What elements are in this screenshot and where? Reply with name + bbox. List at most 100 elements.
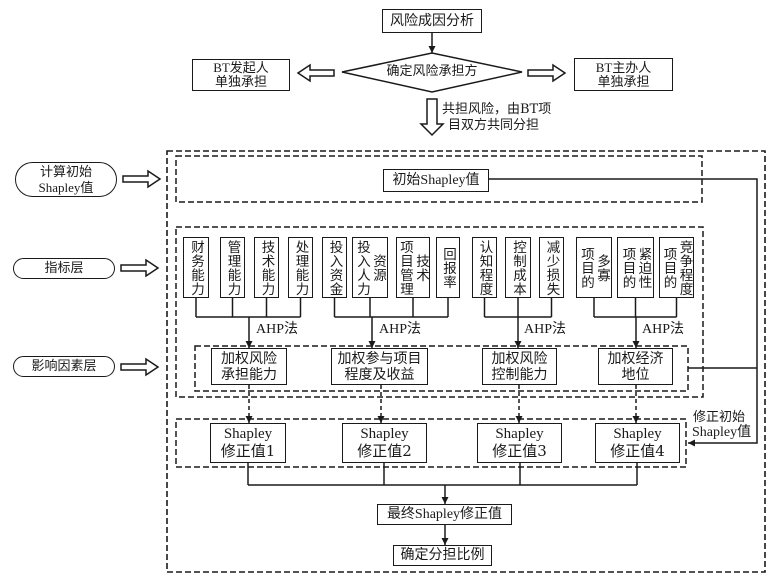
indicator-box: 投入人力 资源 [352, 237, 388, 298]
side-label-indicator: 指标层 [13, 258, 115, 279]
indicator-box: 处理能力 [288, 237, 313, 298]
indicator-label: 技术 [413, 253, 429, 282]
final-shapley-label: 最终Shapley修正值 [386, 507, 503, 522]
indicator-box: 项目管理 技术 [396, 237, 430, 298]
initiator-bears-line2: 单独承担 [214, 75, 267, 90]
shapley-correction-box: Shapley 修正值3 [477, 423, 562, 463]
correction-line1: Shapley [495, 426, 544, 442]
indicator-label: 项目的 [578, 246, 594, 289]
ahp-method-label: AHP法 [524, 322, 567, 337]
risk-cause-analysis-label: 风险成因分析 [390, 12, 474, 29]
factor-box: 加权风险 控制能力 [482, 348, 557, 385]
indicator-label: 项目的 [619, 246, 636, 289]
correction-line1: Shapley [360, 426, 409, 442]
indicator-label: 多寡 [594, 253, 610, 282]
shared-risk-note-line1: 共担风险，由BT项 [442, 102, 552, 117]
shapley-correction-box: Shapley 修正值1 [210, 423, 286, 463]
indicator-label: 项目管理 [397, 239, 413, 296]
hollow-arrow-right-icon [120, 357, 160, 377]
indicator-box: 财务能力 [183, 237, 209, 298]
indicator-label: 控制成本 [510, 239, 526, 296]
decision-diamond [341, 52, 523, 93]
feedback-label-line2: Shapley值 [692, 425, 752, 440]
factor-line1: 加权风险 [491, 350, 548, 367]
side-label-initial: 计算初始 Shapley值 [15, 162, 117, 197]
indicator-box: 投入资金 [322, 237, 347, 298]
correction-line1: Shapley [223, 426, 273, 442]
indicator-box: 项目的 紧迫性 [617, 237, 654, 298]
factor-line2: 承担能力 [221, 366, 277, 383]
indicator-box: 控制成本 [505, 237, 531, 298]
hollow-arrow-right-icon [120, 258, 160, 278]
feedback-label-line1: 修正初始 [693, 410, 746, 425]
correction-line2: 修正值3 [492, 442, 547, 460]
indicator-layer-frame [175, 226, 704, 398]
side-label-initial-line2: Shapley值 [38, 179, 94, 195]
allocation-ratio-label: 确定分担比例 [400, 547, 485, 563]
indicator-label: 处理能力 [292, 239, 309, 296]
shared-risk-note-line2: 目双方共同分担 [448, 118, 540, 133]
indicator-label: 回报率 [440, 246, 456, 289]
factor-line1: 加权经济 [607, 350, 664, 367]
initial-shapley-box: 初始Shapley值 [383, 169, 489, 192]
hollow-arrow-right-icon [122, 169, 162, 189]
allocation-ratio-box: 确定分担比例 [393, 545, 492, 566]
indicator-label: 竞争程度 [676, 239, 693, 296]
side-label-influence-text: 影响因素层 [31, 359, 97, 374]
side-label-indicator-text: 指标层 [44, 261, 84, 276]
final-shapley-box: 最终Shapley修正值 [377, 504, 512, 525]
decision-label: 确定风险承担方 [386, 64, 478, 79]
correction-line2: 修正值2 [357, 442, 412, 460]
initial-shapley-label: 初始Shapley值 [392, 173, 480, 188]
indicator-label: 紧迫性 [635, 246, 652, 289]
risk-cause-analysis-box: 风险成因分析 [382, 9, 482, 33]
indicator-label: 项目的 [660, 246, 677, 289]
sponsor-bears-box: BT主办人 单独承担 [574, 58, 673, 91]
factor-line2: 程度及收益 [344, 366, 415, 383]
factor-box: 加权风险 承担能力 [211, 348, 287, 385]
feedback-line-initial-value [489, 178, 758, 447]
factor-line2: 地位 [621, 366, 650, 383]
factor-box: 加权参与项目 程度及收益 [331, 348, 428, 385]
indicator-connector-group-1 [195, 298, 302, 348]
indicator-label: 资源 [370, 253, 386, 282]
indicator-box: 项目的 竞争程度 [659, 237, 694, 298]
factor-line2: 控制能力 [491, 366, 548, 383]
factor-box: 加权经济 地位 [598, 348, 673, 385]
indicator-label: 技术能力 [258, 239, 275, 296]
initiator-bears-line1: BT发起人 [213, 60, 269, 75]
indicator-box: 认知程度 [472, 237, 497, 298]
indicator-label: 减少损失 [543, 239, 560, 296]
side-label-influence: 影响因素层 [13, 356, 115, 377]
correction-line1: Shapley [613, 426, 662, 442]
indicator-label: 管理能力 [224, 239, 241, 296]
sponsor-bears-line2: 单独承担 [597, 74, 650, 90]
ahp-method-label: AHP法 [642, 322, 685, 337]
factor-line1: 加权参与项目 [337, 350, 422, 367]
indicator-connector-group-4 [593, 298, 678, 348]
indicator-box: 管理能力 [220, 237, 245, 298]
indicator-label: 投入人力 [354, 239, 370, 296]
indicator-box: 技术能力 [254, 237, 279, 298]
indicator-box: 减少损失 [539, 237, 564, 298]
correction-line2: 修正值1 [220, 442, 276, 460]
correction-line2: 修正值4 [610, 442, 665, 460]
sponsor-bears-line1: BT主办人 [595, 59, 652, 75]
initiator-bears-box: BT发起人 单独承担 [192, 59, 290, 91]
indicator-connector-group-3 [483, 298, 553, 348]
ahp-method-label: AHP法 [379, 322, 422, 337]
indicator-connector-group-2 [333, 298, 449, 348]
hollow-arrow-left-icon [296, 63, 335, 83]
indicator-label: 投入资金 [326, 239, 343, 296]
hollow-arrow-right-icon [527, 63, 567, 83]
shapley-correction-box: Shapley 修正值2 [342, 423, 427, 463]
shapley-correction-box: Shapley 修正值4 [595, 423, 680, 463]
indicator-box: 项目的 多寡 [576, 237, 612, 298]
indicator-label: 财务能力 [188, 239, 204, 296]
side-label-initial-line1: 计算初始 [39, 164, 92, 180]
correction-layer-frame [175, 418, 687, 468]
hollow-arrow-down-icon [419, 98, 445, 137]
indicator-label: 认知程度 [476, 239, 493, 296]
